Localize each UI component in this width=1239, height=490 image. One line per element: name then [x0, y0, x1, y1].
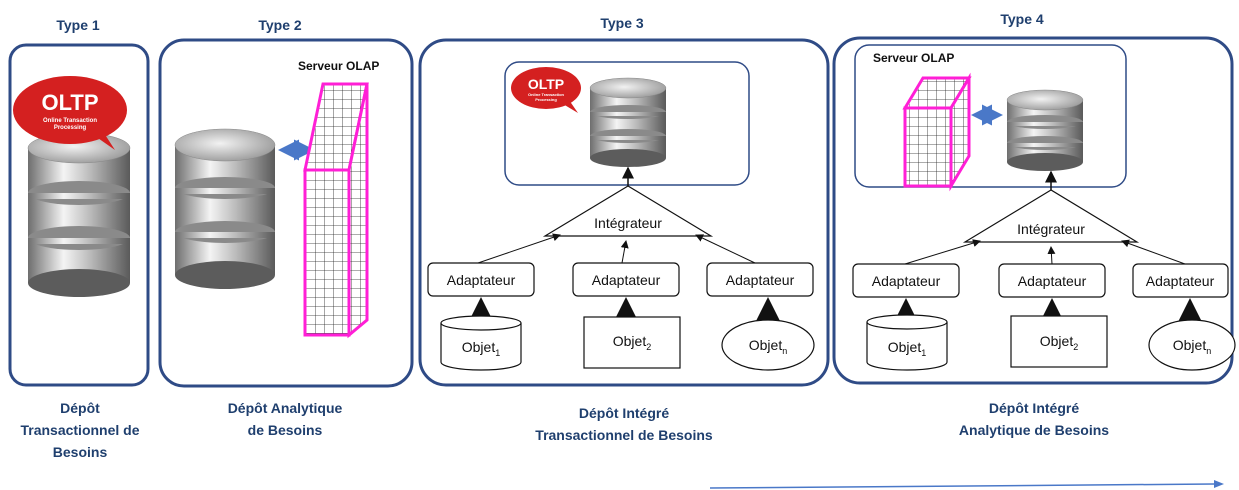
- type4-title: Type 4: [1000, 11, 1044, 27]
- object-base-text: Objet: [613, 333, 647, 349]
- object-base-text: Objet: [749, 337, 783, 353]
- type1-caption-line1: Dépôt: [60, 400, 100, 416]
- object-subscript: n: [1206, 346, 1211, 356]
- type2-title: Type 2: [258, 17, 302, 33]
- type3-oltp-badge: OLTP Online Transaction Processing: [511, 67, 581, 113]
- type3-adapter3-link: [695, 234, 756, 264]
- object-subscript: 1: [495, 348, 500, 358]
- object-subscript: n: [782, 346, 787, 356]
- type3-object-3-label: Objetn: [749, 337, 787, 356]
- type3-frame: [418, 38, 830, 387]
- type4-object-1-label: Objet1: [888, 339, 926, 358]
- type4-object-3-label: Objetn: [1173, 337, 1211, 356]
- type4-adapter-3-label: Adaptateur: [1146, 273, 1215, 289]
- type4-server-label: Serveur OLAP: [873, 51, 954, 65]
- type4-adapter-2-label: Adaptateur: [1018, 273, 1087, 289]
- type3-adapter-1-label: Adaptateur: [447, 272, 516, 288]
- type1-caption-line2: Transactionnel de: [20, 422, 139, 438]
- type1-title: Type 1: [56, 17, 100, 33]
- type2-caption-line1: Dépôt Analytique: [228, 400, 343, 416]
- type3-adapter2-link: [620, 240, 629, 264]
- type3-adapter-2: Adaptateur: [572, 262, 680, 297]
- evolution-arrow-head: [1214, 480, 1224, 488]
- object-base-text: Objet: [1040, 333, 1074, 349]
- type1-database-icon: [27, 132, 131, 297]
- type3-oltp-text: OLTP: [528, 76, 564, 92]
- type4-object-2: Objet2: [1010, 315, 1108, 368]
- type3-caption-line2: Transactionnel de Besoins: [535, 427, 713, 443]
- type2-frame: [158, 38, 414, 388]
- type1-caption-line3: Besoins: [53, 444, 108, 460]
- type3-object-2-label: Objet2: [613, 333, 651, 352]
- type3-oltp-sub1: Online Transaction: [528, 92, 565, 97]
- type4-integrator-shape: [962, 189, 1140, 243]
- object-subscript: 2: [1073, 342, 1078, 352]
- type3-integrator-label: Intégrateur: [594, 215, 662, 231]
- object-subscript: 1: [921, 348, 926, 358]
- type4-adapter-3: Adaptateur: [1132, 263, 1229, 298]
- type3-database-icon: [589, 77, 667, 167]
- type4-caption-line1: Dépôt Intégré: [989, 400, 1079, 416]
- type4-caption-line2: Analytique de Besoins: [959, 422, 1109, 438]
- object-base-text: Objet: [888, 339, 922, 355]
- type3-object-3: Objetn: [721, 319, 815, 371]
- type4-object-3: Objetn: [1148, 319, 1236, 371]
- type4-object-1: Objet1: [866, 314, 948, 371]
- type1-oltp-text: OLTP: [41, 90, 98, 115]
- type1-oltp-sub1: Online Transaction: [43, 118, 97, 124]
- object-base-text: Objet: [1173, 337, 1207, 353]
- type3-oltp-sub2: Processing: [535, 97, 557, 102]
- type1-oltp-sub2: Processing: [54, 125, 87, 131]
- type4-adapter-1-label: Adaptateur: [872, 273, 941, 289]
- type3-object-1-label: Objet1: [462, 339, 500, 358]
- object-subscript: 2: [646, 342, 651, 352]
- type2-caption-line2: de Besoins: [248, 422, 323, 438]
- type3-integrator-shape: [542, 185, 714, 237]
- type2-server-label: Serveur OLAP: [298, 59, 379, 73]
- evolution-arrow: [709, 483, 1215, 489]
- type3-adapter-3-label: Adaptateur: [726, 272, 795, 288]
- type4-adapter-2: Adaptateur: [998, 263, 1106, 298]
- type3-adapter1-link: [477, 233, 561, 264]
- type1-frame: [8, 43, 150, 387]
- object-base-text: Objet: [462, 339, 496, 355]
- type3-object-1: Objet1: [440, 315, 522, 371]
- type3-adapter-2-label: Adaptateur: [592, 272, 661, 288]
- type4-olap-cube-icon: [902, 72, 972, 192]
- type4-adapter2-link: [1047, 246, 1056, 265]
- type3-server-box: [504, 61, 750, 186]
- type2-database-icon: [174, 128, 276, 289]
- type3-object-2: Objet2: [583, 316, 681, 369]
- type3-adapter-1: Adaptateur: [427, 262, 535, 297]
- type3-title: Type 3: [600, 15, 644, 31]
- type3-adapter-3: Adaptateur: [706, 262, 814, 297]
- type4-database-icon: [1006, 89, 1084, 171]
- type4-adapter-1: Adaptateur: [852, 263, 960, 298]
- type1-oltp-badge: OLTP Online Transaction Processing: [13, 76, 127, 150]
- type4-frame: [832, 36, 1234, 385]
- type4-server-box: [854, 44, 1127, 188]
- type4-object-2-label: Objet2: [1040, 333, 1078, 352]
- type4-adapter3-link: [1121, 239, 1186, 265]
- type2-olap-cube-icon: [303, 82, 369, 339]
- type3-caption-line1: Dépôt Intégré: [579, 405, 669, 421]
- type4-adapter1-link: [904, 239, 981, 265]
- type4-integrator-label: Intégrateur: [1017, 221, 1085, 237]
